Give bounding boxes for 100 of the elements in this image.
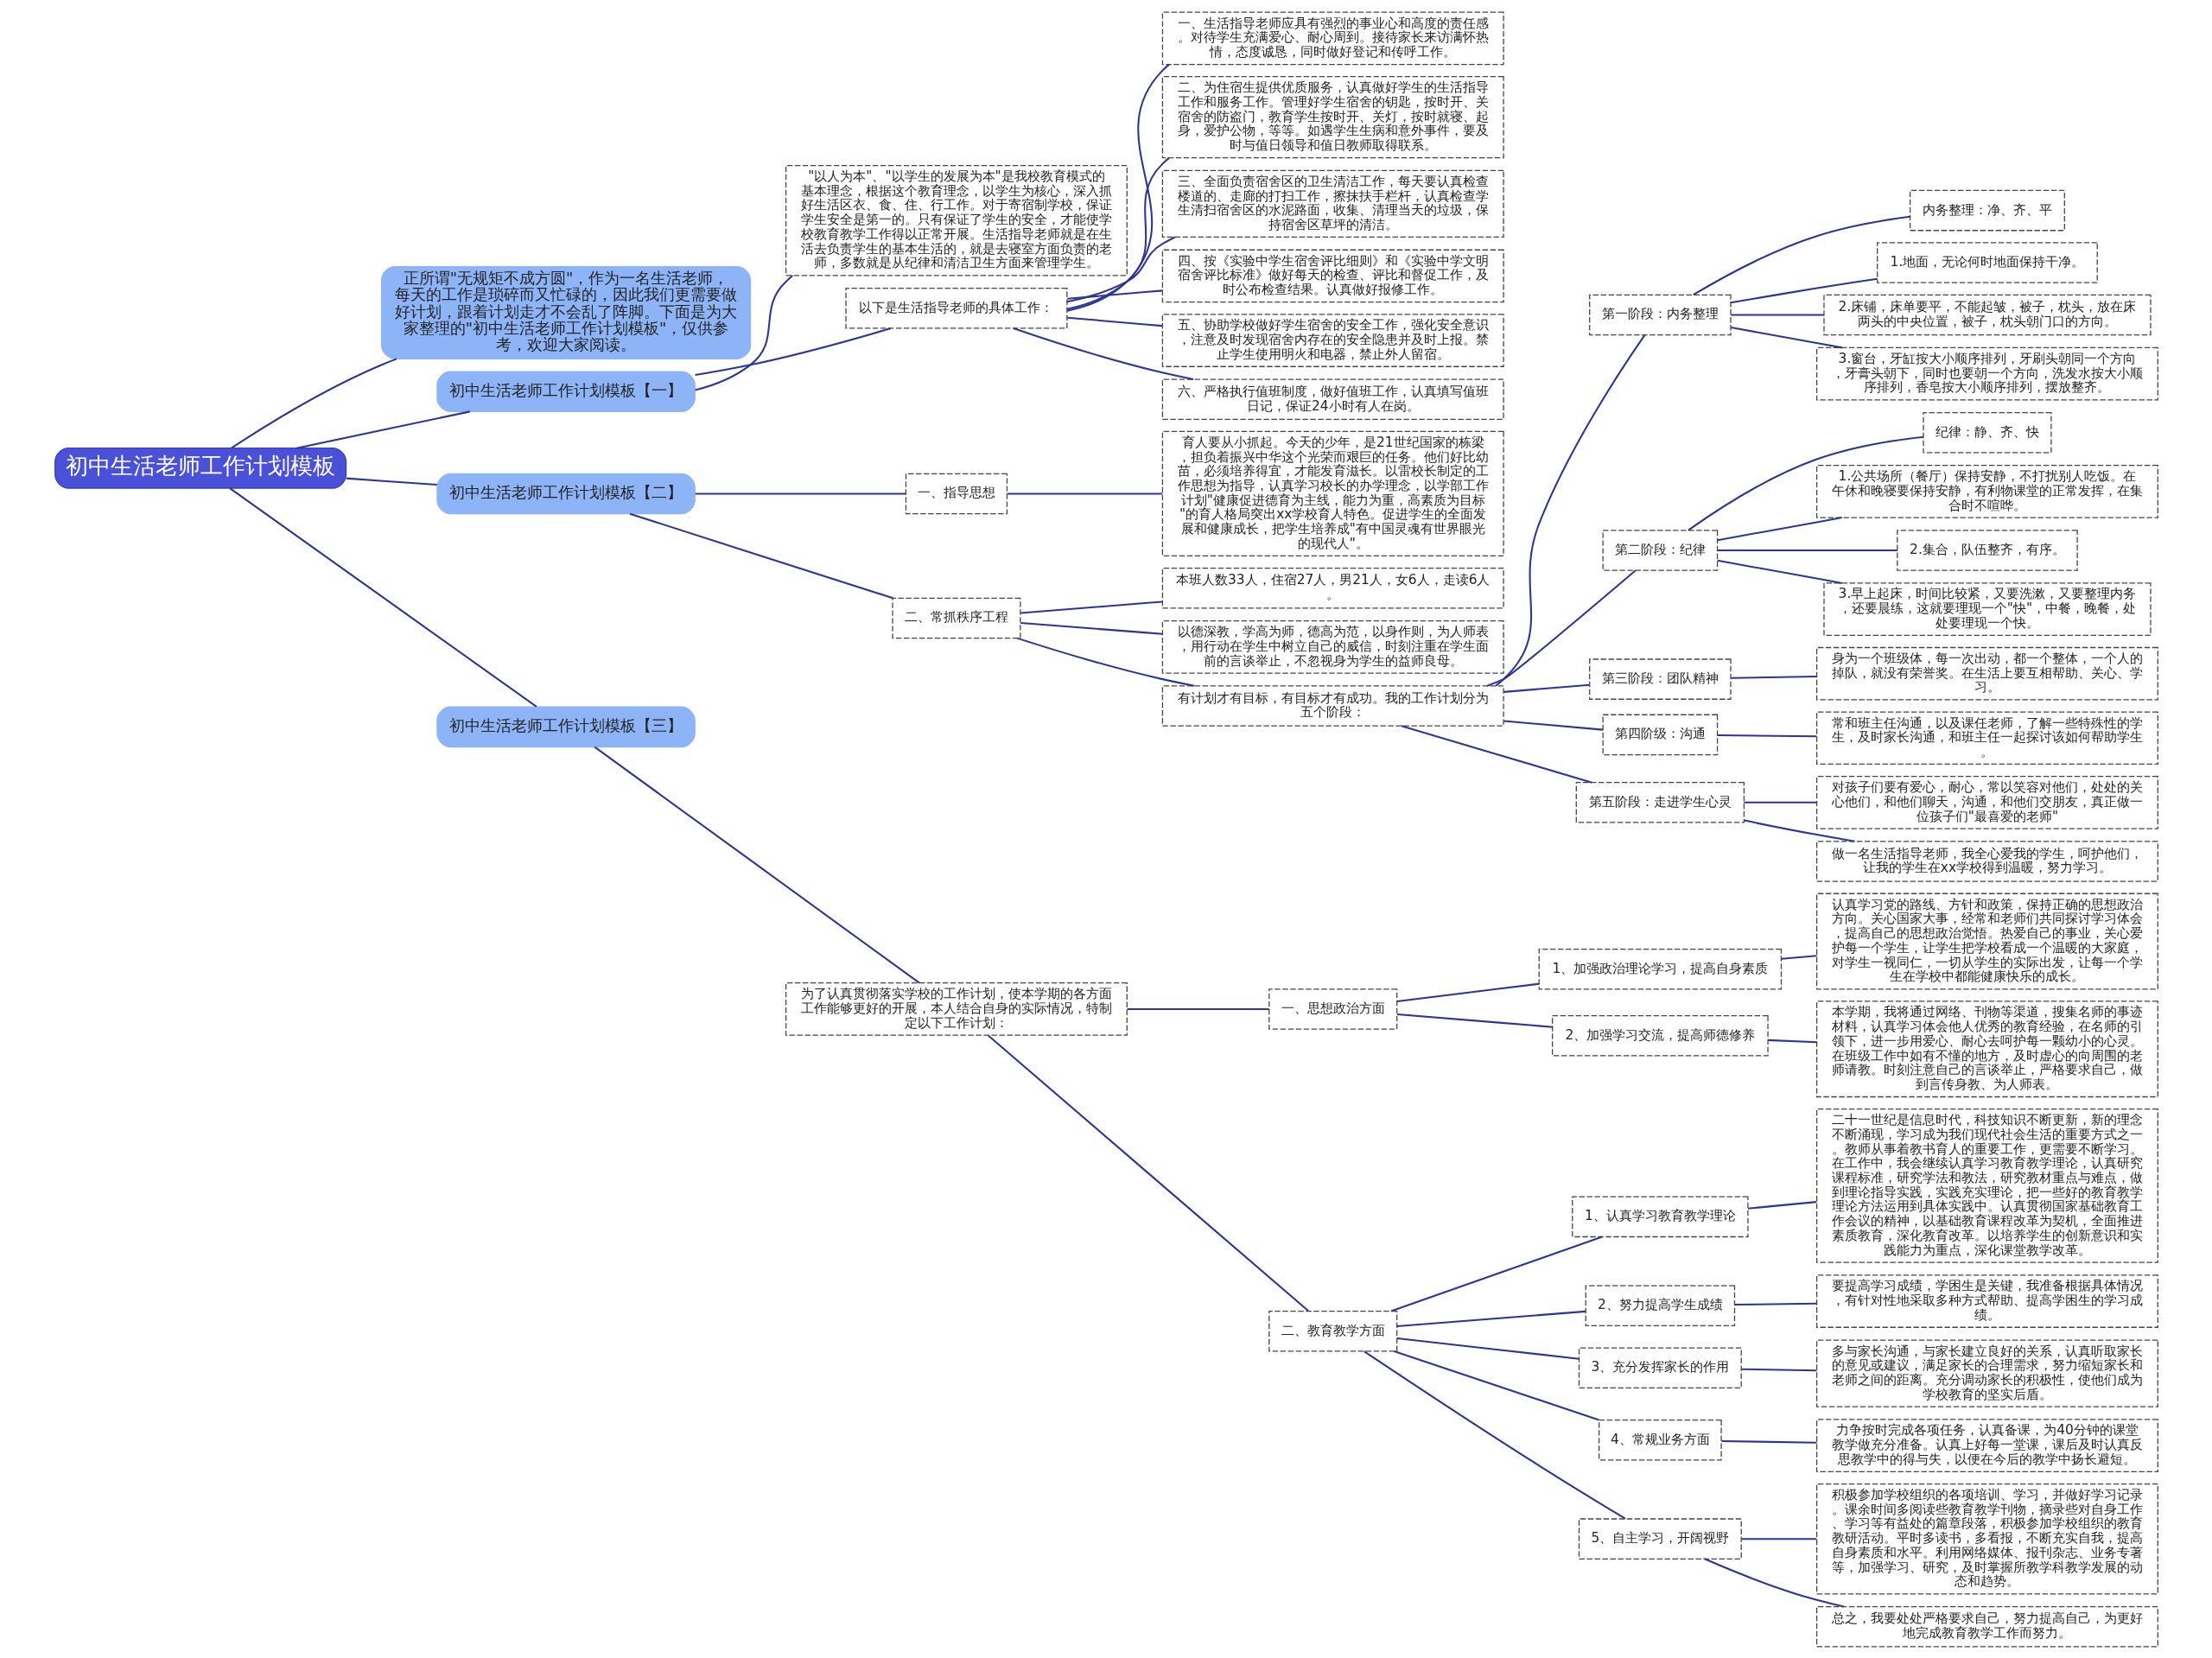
node-box: 2、努力提高学生成绩 (1585, 1284, 1735, 1326)
connector (1720, 1439, 1817, 1444)
node-box: 5、自主学习，开阔视野 (1578, 1517, 1742, 1560)
connector (1401, 724, 1592, 784)
connector (1066, 156, 1170, 310)
connector (1396, 1337, 1579, 1360)
node-box: 本学期，我将通过网络、刊物等渠道，搜集名师的事迹材料，认真学习体会他人优秀的教育经验，在名师的引领下，进一步用爱心、耐心去呵护每一颗幼小的心灵。在班级工作中如有不懂的地方，及时虚心的向周围的老师请教。时刻注意自己的言谈举止，严格要求自己，做到言传身教、为人师表。 (1815, 1000, 2158, 1097)
connector (1066, 316, 1162, 327)
connector (1007, 492, 1162, 494)
connector (1363, 1350, 1625, 1520)
connector (1013, 327, 1193, 380)
node-box: 六、严格执行值班制度，做好值班工作，认真填写值班日记，保证24小时有人在岗。 (1161, 378, 1504, 420)
node-box: 总之，我要处处严格要求自己，努力提高自己，为更好地完成教育教学工作而努力。 (1815, 1605, 2158, 1647)
connector (1020, 621, 1162, 635)
node-box: 1、认真学习教育教学理论 (1571, 1196, 1749, 1237)
connector (1781, 954, 1817, 960)
connector (1503, 719, 1603, 731)
connector (695, 492, 906, 494)
node-box: 初中生活老师工作计划模板 (54, 447, 346, 489)
node-box: 育人要从小抓起。今天的少年，是21世纪国家的栋梁，担负着振兴中华这个光荣而艰巨的任务。他们好比幼苗，必须培养得宜，才能发育滋长。以雷校长制定的工作思想为指导，认真学习校长的办学理念，以学部工作计划"健康促进德育为主线，能力为重，高素质为目标"的育人格局突出xx学校育人特色。促进学生的全面发展和健康成长，把学生培养成"有中国灵魂有世界眼光的现代人"。 (1161, 430, 1504, 556)
connector (1020, 600, 1162, 614)
connector (1494, 334, 1645, 687)
connector (1393, 1350, 1599, 1420)
node-box: 2.床铺，床单要平，不能起皱，被子，枕头，放在床两头的中央位置，被子，枕头朝门口的方向。 (1822, 294, 2152, 335)
node-box: 第五阶段：走进学生心灵 (1575, 781, 1745, 823)
connector (1396, 1013, 1553, 1028)
node-box: 第四阶级：沟通 (1602, 714, 1718, 755)
connector (629, 512, 893, 599)
connector (1747, 1200, 1817, 1210)
node-box: 初中生活老师工作计划模板【二】 (435, 473, 696, 514)
connector (228, 486, 537, 708)
node-box: 有计划才有目标，有目标才有成功。我的工作计划分为五个阶段： (1161, 684, 1504, 727)
connector (1744, 801, 1816, 804)
connector (1741, 1368, 1816, 1371)
connector (1390, 1236, 1603, 1312)
connector (987, 1034, 1309, 1312)
node-box: 3.早上起床，时间比较紧，又要洗漱，又要整理内务，还要晨练，这就要理现一个"快"，中餐，晚餐，处处要理现一个快。 (1822, 581, 2152, 636)
connector (230, 357, 397, 448)
connector (1767, 1039, 1816, 1043)
node-box: 要提高学习成绩，学困生是关键，我准备根据具体情况，有针对性地采取多种方式帮助、提高学困生的学习成绩。 (1815, 1274, 2158, 1328)
node-box: 3、充分发挥家长的作用 (1578, 1346, 1742, 1388)
node-box: 二、为住宿生提供优质服务，认真做好学生的生活指导工作和服务工作。管理好学生宿舍的钥匙，按时开、关宿舍的防盗门，教育学生按时开、关灯，按时就寝、起身，爱护公物，等等。如遇学生生病和意外事件，要及时与值日领导和值日教师取得联系。 (1161, 75, 1504, 158)
connector (1396, 1310, 1586, 1327)
connector (1730, 326, 1842, 348)
connector (1734, 1302, 1816, 1305)
node-box: 内务整理：净、齐、平 (1909, 189, 2065, 231)
connector (1730, 313, 1824, 315)
connector (694, 274, 793, 391)
connector (1503, 683, 1590, 693)
node-box: 2.集合，队伍整齐，有序。 (1896, 529, 2078, 571)
connector (1717, 516, 1842, 541)
node-box: 认真学习党的路线、方针和政策，保持正确的思想政治方向。关心国家大事，经常和老师们共同探讨学习体会，提高自己的思想政治觉悟。热爱自己的事业，关心爱护每一个学生，让学生把学校看成一个温暖的大家庭，对学生一视同仁，一切从学生的实际出发，让每一个学生在学校中都能健康快乐的成长。 (1815, 893, 2158, 989)
node-box: 一、思想政治方面 (1268, 988, 1397, 1030)
node-box: 3.窗台，牙缸按大小顺序排列，牙刷头朝同一个方向，牙膏头朝下，同时也要朝一个方向，洗发水按大小顺序排列，香皂按大小顺序排列，摆放整齐。 (1815, 346, 2158, 400)
node-box: 1、加强政治理论学习，提高自身素质 (1538, 948, 1782, 989)
node-box: 2、加强学习交流，提高师德修养 (1551, 1014, 1769, 1057)
connector (1703, 1557, 1844, 1607)
node-box: 正所谓"无规矩不成方圆"，作为一名生活老师，每天的工作是琐碎而又忙碌的，因此我们更需要做好计划，跟着计划走才不会乱了阵脚。下面是为大家整理的"初中生活老师工作计划模板"，仅供参考，欢迎大家阅读。 (380, 265, 751, 359)
node-box: 四、按《实验中学生宿舍评比细则》和《实验中学文明宿舍评比标准》做好每天的检查、评比和督促工作，及时公布检查结果。认真做好报修工作。 (1161, 249, 1504, 302)
node-box: 三、全面负责宿舍区的卫生清洁工作，每天要认真检查楼道的、走廊的打扫工作，擦抹扶手栏杆，认真检查学生清扫宿舍区的水泥路面，收集、清理当天的垃圾，保持宿舍区草坪的清洁。 (1161, 169, 1504, 238)
connector (1741, 1537, 1816, 1540)
node-box: 第一阶段：内务整理 (1588, 294, 1732, 335)
node-box: 1.地面，无论何时地面保持干净。 (1876, 241, 2098, 283)
node-box: 二、教育教学方面 (1268, 1310, 1397, 1352)
node-box: 一、指导思想 (905, 473, 1007, 514)
node-box: 以德深教，学高为师，德高为范，以身作则，为人师表，用行动在学生中树立自己的威信，时刻注重在学生面前的言谈举止，不忽视身为学生的益师良母。 (1161, 619, 1504, 674)
node-box: 第二阶段：纪律 (1602, 529, 1718, 571)
connector (1396, 982, 1539, 1002)
node-box: 第三阶段：团队精神 (1588, 657, 1732, 700)
node-box: 1.公共场所（餐厅）保持安静，不打扰别人吃饭。在午休和晚寝要保持安静，有利物课堂的正常发挥，在集合时不喧哗。 (1815, 464, 2158, 518)
connector (1717, 549, 1897, 551)
connector (1127, 1007, 1269, 1010)
connector (1730, 277, 1878, 303)
connector (1066, 289, 1162, 300)
connector (1486, 569, 1637, 687)
node-box: 初中生活老师工作计划模板【三】 (435, 706, 696, 747)
connector (1066, 236, 1175, 302)
node-box: 本班人数33人，住宿27人，男21人，女6人，走读6人。 (1161, 567, 1504, 608)
node-box: 五、协助学校做好学生宿舍的安全工作，强化安全意识，注意及时发现宿舍内存在的安全隐患并及时上报。禁止学生使用明火和电器，禁止外人留宿。 (1161, 313, 1504, 367)
node-box: 做一名生活指导老师，我全心爱我的学生，呵护他们，让我的学生在xx学校得到温暖，努力学习。 (1815, 840, 2158, 882)
connector (346, 477, 437, 486)
node-box: 力争按时完成各项任务，认真备课，为40分钟的课堂教学做充分准备。认真上好每一堂课，课后及时认真反思教学中的得与失，以便在今后的教学中扬长避短。 (1815, 1418, 2158, 1472)
node-box: 初中生活老师工作计划模板【一】 (435, 370, 696, 412)
node-box: 多与家长沟通，与家长建立良好的关系，认真听取家长的意见或建议，满足家长的合理需求，努力缩短家长和老师之间的距离。充分调动家长的积极性，使他们成为学校教育的坚实后盾。 (1815, 1338, 2158, 1407)
node-box: 二十一世纪是信息时代，科技知识不断更新，新的理念不断涌现，学习成为我们现代社会生活的重要方式之一。教师从事着教书育人的重要工作，更需要不断学习。在工作中，我会继续认真学习教育教学理论，认真研究课程标准，研究学法和教法，研究教材重点与难点，做到理论指导实践，实践充实理论，把一些好的教育教学理论方法运用到具体实践中。认真贯彻国家基础教育工作会议的精神，以基础教育课程改革为契机，全面推进素质教育，深化教育改革。以培养学生的创新意识和实践能力为重点，深化课堂教学改革。 (1815, 1108, 2158, 1263)
connector (1717, 734, 1816, 737)
node-box: 积极参加学校组织的各项培训、学习，并做好学习记录。课余时间多阅读些教育教学刊物，摘录些对自身工作、学习等有益处的篇章段落，积极参加学校组织的教育教研活动。平时多读书，多看报，不断充实自我，提高自身素质和水平。利用网络媒体、报刊杂志、业务专著等，加强学习、研究，及时掌握所教学科教学发展的动态和趋势。 (1815, 1483, 2158, 1594)
connector (1730, 675, 1816, 679)
node-box: 对孩子们要有爱心，耐心，常以笑容对他们，处处的关心他们，和他们聊天，沟通，和他们交朋友，真正做一位孩子们"最喜爱的老师" (1815, 775, 2158, 829)
connector (1687, 435, 1923, 531)
node-box: "以人为本"、"以学生的发展为本"是我校教育模式的基本理念，根据这个教育理念，以学生为核心，深入抓好生活区衣、食、住、行工作。对于寄宿制学校，保证学生安全是第一的。只有保证了学生的安全，才能使学校教育教学工作得以正常开展。生活指导老师就是在生活去负责学生的基本生活的，就是去寝室方面负责的老师，多数就是从纪律和清洁卫生方面来管理学生。 (785, 164, 1128, 276)
connector (694, 327, 891, 376)
node-box: 常和班主任沟通，以及课任老师，了解一些特殊性的学生，及时家长沟通，和班主任一起探讨该如何帮助学生。 (1815, 710, 2158, 765)
connector (296, 410, 470, 449)
node-box: 纪律：静、齐、快 (1922, 411, 2052, 453)
connector (1066, 63, 1170, 312)
connector (594, 746, 920, 983)
node-box: 为了认真贯彻落实学校的工作计划，使本学期的各方面工作能够更好的开展，本人结合自身的实际情况，特制定以下工作计划： (785, 981, 1128, 1036)
node-box: 以下是生活指导老师的具体工作： (844, 287, 1067, 329)
node-box: 二、常抓秩序工程 (891, 597, 1020, 638)
